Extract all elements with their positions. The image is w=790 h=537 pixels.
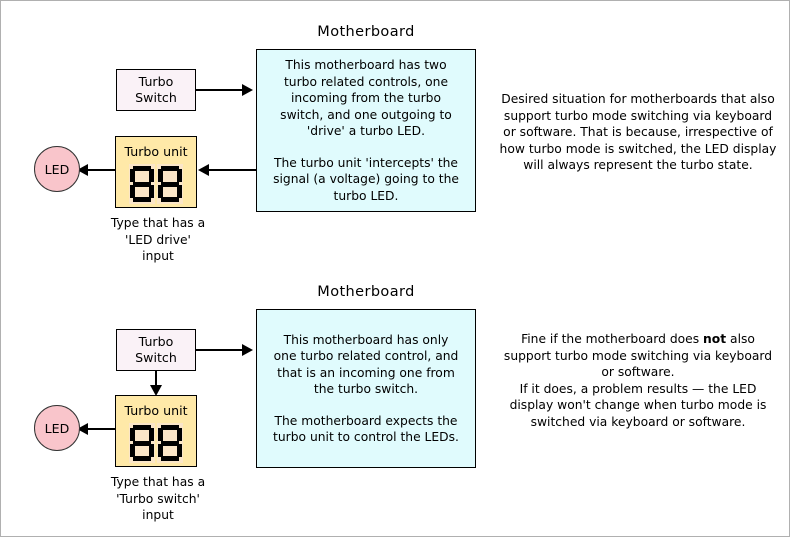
turbo-unit-label-top: Turbo unit [124,144,188,159]
turbo-unit-box-bottom[interactable]: Turbo unit [115,395,197,467]
turbo-unit-caption-bottom: Type that has a 'Turbo switch' input [91,474,225,524]
side-note-paragraph-1-top: Desired situation for motherboards that … [499,92,777,172]
led-label-top: LED [44,161,70,177]
connector-motherboard-to-unit-top [209,169,256,171]
turbo-switch-label-line2: Switch [135,90,177,105]
connector-unit-to-led-bottom [88,428,115,430]
arrow-right-icon-switch-motherboard-bottom [242,344,253,356]
seven-segment-display-icon-top [129,164,183,204]
seven-segment-digit-2-top [157,164,183,204]
connector-switch-to-motherboard-bottom [196,349,244,351]
led-indicator-bottom: LED [34,405,80,451]
turbo-unit-caption-top: Type that has a 'LED drive' input [91,215,225,265]
arrow-left-icon-unit-led-top [77,164,88,176]
turbo-switch-box-top[interactable]: Turbo Switch [116,69,196,111]
turbo-unit-caption-line1-top: Type that has a [110,216,206,230]
connector-switch-to-motherboard-top [196,89,244,91]
side-note-bottom: Fine if the motherboard does not also su… [499,331,777,430]
turbo-unit-caption-line2-top: 'LED drive' [125,232,191,247]
motherboard-paragraph-2-bottom: The motherboard expects the turbo unit t… [273,413,459,445]
turbo-switch-label-line1-bottom: Turbo [138,334,174,349]
side-note-para1-pre: Fine if the motherboard does [521,332,704,346]
side-note-top: Desired situation for motherboards that … [499,91,777,174]
arrow-down-icon-switch-unit-bottom [150,385,162,396]
side-note-paragraph-1-bottom: Fine if the motherboard does not also su… [499,331,777,381]
side-note-para1-post: also support turbo mode switching via ke… [503,332,773,379]
seven-segment-digit-2-bottom [157,423,183,463]
motherboard-box-bottom: This motherboard has only one turbo rela… [256,309,476,468]
seven-segment-display-icon-bottom [129,423,183,463]
turbo-unit-caption-line3-top: input [142,249,174,263]
turbo-unit-label-bottom: Turbo unit [124,403,188,418]
motherboard-title-top: Motherboard [317,24,415,40]
motherboard-paragraph-1-bottom: This motherboard has only one turbo rela… [273,332,459,397]
side-note-para1-emphasis: not [703,332,727,346]
motherboard-box-top: This motherboard has two turbo related c… [256,49,476,212]
led-label-bottom: LED [44,420,70,436]
turbo-switch-box-bottom[interactable]: Turbo Switch [116,329,196,371]
turbo-unit-box-top[interactable]: Turbo unit [115,136,197,208]
turbo-switch-label-line2-bottom: Switch [135,350,177,365]
arrow-right-icon-switch-motherboard-top [242,84,253,96]
arrow-left-icon-unit-led-bottom [77,423,88,435]
motherboard-paragraph-1-top: This motherboard has two turbo related c… [280,58,452,138]
connector-switch-to-unit-bottom [155,371,157,388]
led-indicator-top: LED [34,146,80,192]
seven-segment-digit-1-bottom [129,423,155,463]
motherboard-paragraph-2-top: The turbo unit 'intercepts' the signal (… [273,155,459,203]
turbo-unit-caption-line1-bottom: Type that has a [110,475,206,489]
side-note-paragraph-2-bottom: If it does, a problem results — the LED … [509,381,767,429]
arrow-left-icon-motherboard-unit-top [198,164,209,176]
seven-segment-digit-1-top [129,164,155,204]
connector-unit-to-led-top [88,169,115,171]
turbo-unit-caption-line3-bottom: input [142,508,174,522]
turbo-switch-label-line1: Turbo [138,74,174,89]
motherboard-title-bottom: Motherboard [317,284,415,300]
turbo-unit-caption-line2-bottom: 'Turbo switch' [116,491,200,506]
